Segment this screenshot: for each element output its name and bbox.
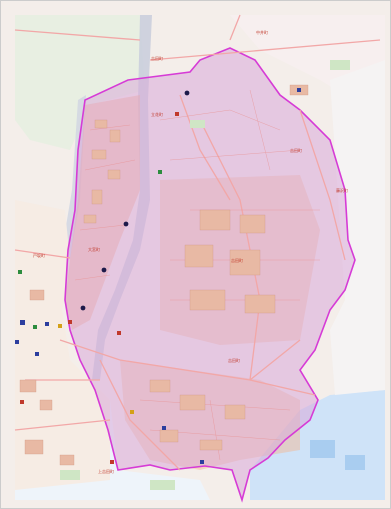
post-office-icon[interactable] (33, 325, 37, 329)
police-icon[interactable] (20, 320, 25, 325)
building-blocks (19, 84, 309, 466)
hospital-icon[interactable] (117, 331, 121, 335)
area-label-northeast: 中井町 (256, 29, 268, 35)
area-label-nw: 吉田町 (151, 56, 163, 61)
area-label-center: 吉田町 (231, 258, 243, 263)
temple-icon[interactable] (80, 305, 86, 311)
hospital-icon[interactable] (20, 400, 24, 404)
hospital-icon[interactable] (68, 320, 72, 324)
area-label-right-edge: 藤沢町 (336, 187, 348, 193)
shrine-icon[interactable] (123, 221, 129, 227)
area-label-center-top: 立花町 (151, 111, 163, 117)
bus-stop-icon[interactable] (15, 340, 19, 344)
area-east-edge (330, 60, 385, 395)
ponds (310, 440, 365, 470)
park-icon[interactable] (158, 170, 162, 174)
bus-stop-icon[interactable] (35, 352, 39, 356)
park-areas (60, 60, 350, 490)
school-icon[interactable] (130, 410, 134, 414)
bus-stop-icon[interactable] (45, 322, 49, 326)
school-icon[interactable] (58, 324, 62, 328)
expressway-west (48, 95, 86, 310)
hospital-icon[interactable] (110, 460, 114, 464)
bus-stop-icon[interactable] (297, 88, 301, 92)
area-label-east: 吉田町 (290, 148, 302, 153)
area-label-west: 大宮町 (88, 246, 100, 252)
shrine-icon[interactable] (184, 90, 190, 96)
post-office-icon[interactable] (18, 270, 22, 274)
bus-stop-icon[interactable] (162, 426, 166, 430)
city-center-west (15, 200, 110, 490)
area-label-west2: 戸坂町 (33, 252, 45, 258)
temple-icon[interactable] (101, 267, 107, 273)
poi-markers[interactable] (15, 88, 301, 464)
green-area-northwest (15, 15, 145, 150)
area-label-south: 吉田町 (228, 358, 240, 363)
bus-stop-icon[interactable] (200, 460, 204, 464)
hospital-icon[interactable] (175, 112, 179, 116)
area-label-southwest: 上吉田町 (98, 468, 114, 474)
